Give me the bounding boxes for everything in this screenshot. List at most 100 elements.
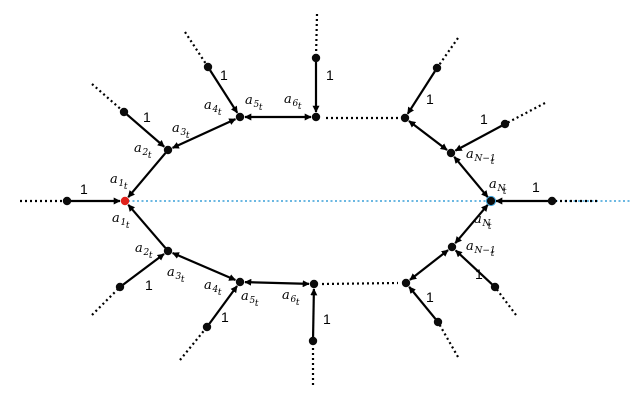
t-subscript: t — [491, 249, 495, 259]
t-subscript: t — [126, 221, 130, 231]
weight-ul1: 1 — [143, 109, 151, 125]
a-symbol: a — [110, 172, 118, 187]
a-symbol: a — [245, 93, 253, 108]
ring-node-a6u — [446, 148, 456, 158]
tail-ul1 — [91, 83, 125, 113]
ring-node-a5u — [400, 113, 410, 123]
a-symbol: a — [204, 278, 212, 293]
a-symbol: a — [474, 212, 482, 227]
outer-node-o1 — [62, 196, 72, 206]
a-symbol: a — [172, 121, 180, 136]
tail-ll2 — [179, 326, 208, 361]
index-subscript: N — [482, 219, 492, 229]
weight-lr2: 1 — [426, 289, 434, 305]
index-subscript: 1 — [119, 179, 125, 189]
index-subscript: N−1 — [474, 154, 496, 164]
t-subscript: t — [255, 299, 259, 309]
a-symbol: a — [241, 289, 249, 304]
edge-a6-aN-down — [454, 204, 489, 244]
ring-node-a1 — [120, 196, 130, 206]
a-symbol: a — [134, 141, 142, 156]
edge-in-ur1 — [406, 70, 436, 115]
index-subscript: N−1 — [474, 246, 496, 256]
outer-node-o7 — [547, 196, 557, 206]
t-subscript: t — [186, 131, 190, 141]
t-subscript: t — [181, 275, 185, 285]
nodes — [62, 53, 557, 346]
a-symbol: a — [466, 239, 474, 254]
edge-a2-a1-up — [127, 152, 167, 198]
weight-ll1: 1 — [145, 277, 153, 293]
index-subscript: 3 — [181, 128, 187, 138]
t-subscript: t — [149, 251, 153, 261]
a-symbol: a — [489, 177, 497, 192]
a-symbol: a — [284, 92, 292, 107]
index-subscript: 2 — [142, 148, 149, 158]
weight-ur2: 1 — [480, 111, 488, 127]
outer-node-o8 — [490, 282, 500, 292]
weight-top: 1 — [326, 67, 334, 83]
weight-ul2: 1 — [220, 67, 228, 83]
tail-ur1 — [436, 37, 459, 69]
outer-node-o6 — [500, 119, 510, 129]
index-subscript: 3 — [176, 272, 182, 282]
t-subscript: t — [503, 187, 507, 197]
index-subscript: 5 — [254, 100, 260, 110]
weight-lr1: 1 — [475, 266, 483, 282]
weight-ur1: 1 — [426, 91, 434, 107]
ring-node-aN — [486, 196, 496, 206]
edges — [20, 13, 597, 385]
ring-node-a6d — [447, 242, 457, 252]
weight-right: 1 — [532, 179, 540, 195]
tail-ur2 — [504, 102, 546, 125]
weight-bottom: 1 — [323, 311, 331, 327]
t-subscript: t — [148, 151, 152, 161]
ring-node-a2u — [163, 145, 173, 155]
weight-left: 1 — [80, 181, 88, 197]
a-symbol: a — [466, 147, 474, 162]
edge-a2-a3-up — [171, 118, 237, 149]
edge-in-ll2 — [208, 285, 238, 325]
a-symbol: a — [135, 241, 143, 256]
index-subscript: 2 — [143, 248, 150, 258]
t-subscript: t — [491, 157, 495, 167]
edge-a5-a6-up — [408, 120, 448, 151]
outer-node-o11 — [202, 322, 212, 332]
outer-node-o3 — [203, 62, 213, 72]
outer-node-o4 — [311, 53, 321, 63]
edge-in-lr2 — [408, 286, 437, 320]
index-subscript: 5 — [250, 296, 256, 306]
edge-a3-a4-down — [244, 278, 310, 288]
t-subscript: t — [298, 102, 302, 112]
index-subscript: 4 — [212, 105, 219, 115]
index-subscript: 6 — [293, 99, 299, 109]
ring-gap-bottom — [321, 281, 399, 286]
tail-top — [314, 13, 319, 59]
tail-ul2 — [184, 31, 209, 68]
edge-a6-aN-up — [453, 156, 489, 198]
t-subscript: t — [259, 103, 263, 113]
outer-node-o2 — [119, 107, 129, 117]
edge-in-ul1 — [126, 113, 165, 148]
edge-a2-a3-down — [171, 251, 237, 282]
t-subscript: t — [218, 108, 222, 118]
index-subscript: N — [497, 184, 507, 194]
tail-ll1 — [91, 286, 121, 316]
t-subscript: t — [218, 288, 222, 298]
ring-node-a3d — [235, 277, 245, 287]
outer-node-o9 — [433, 317, 443, 327]
ring-node-a2d — [163, 246, 173, 256]
outer-node-o12 — [115, 282, 125, 292]
